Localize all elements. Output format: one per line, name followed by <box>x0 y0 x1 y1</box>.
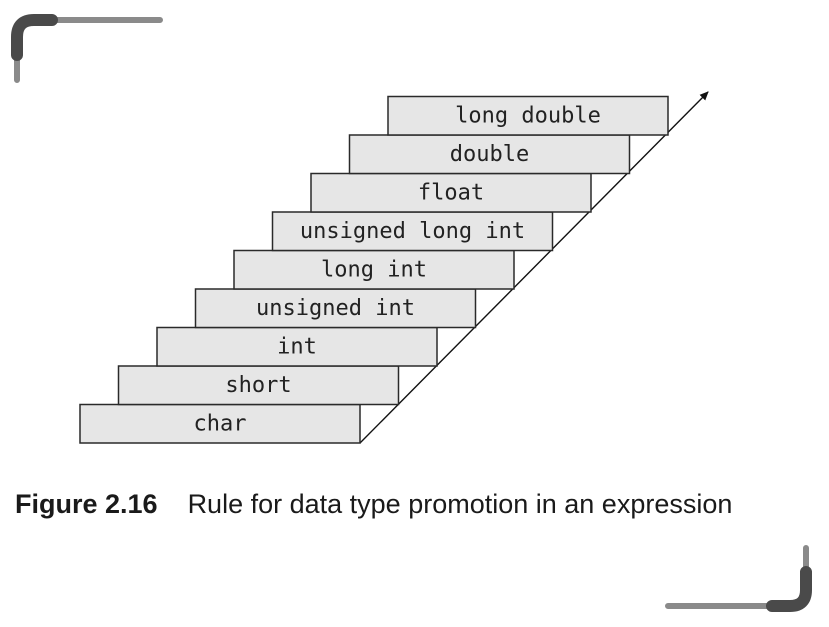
step-label: unsigned long int <box>300 219 525 244</box>
step-box <box>310 172 592 213</box>
figure-caption-text: Rule for data type promotion in an expre… <box>187 489 733 519</box>
step-box <box>79 403 361 444</box>
step-box <box>271 211 554 252</box>
figure-number: Figure 2.16 <box>15 489 158 519</box>
corner-bracket-bottom-right-icon <box>665 545 812 612</box>
step-short: short <box>117 365 400 406</box>
step-box <box>156 326 438 367</box>
step-label: short <box>225 373 291 398</box>
step-long-int: long int <box>233 249 515 290</box>
step-box <box>233 249 515 290</box>
step-label: unsigned int <box>256 296 415 321</box>
step-label: long double <box>455 103 601 128</box>
step-box <box>194 288 477 329</box>
step-box <box>387 95 669 136</box>
step-double: double <box>348 134 631 175</box>
step-unsigned-int: unsigned int <box>194 288 477 329</box>
step-char: char <box>79 403 361 444</box>
step-int: int <box>156 326 438 367</box>
figure-caption: Figure 2.16 Rule for data type promotion … <box>15 489 732 520</box>
promotion-direction-arrow <box>359 91 709 444</box>
step-unsigned-long-int: unsigned long int <box>271 211 554 252</box>
corner-bracket-top-left-icon <box>11 14 163 83</box>
step-box <box>348 134 631 175</box>
step-label: float <box>418 180 484 205</box>
step-label: double <box>450 142 529 167</box>
step-label: long int <box>321 257 427 282</box>
step-label: int <box>277 334 317 359</box>
type-promotion-staircase: char short int unsigned int long int unsigned… <box>79 91 709 444</box>
step-float: float <box>310 172 592 213</box>
step-long-double: long double <box>387 95 669 136</box>
step-label: char <box>194 411 247 436</box>
